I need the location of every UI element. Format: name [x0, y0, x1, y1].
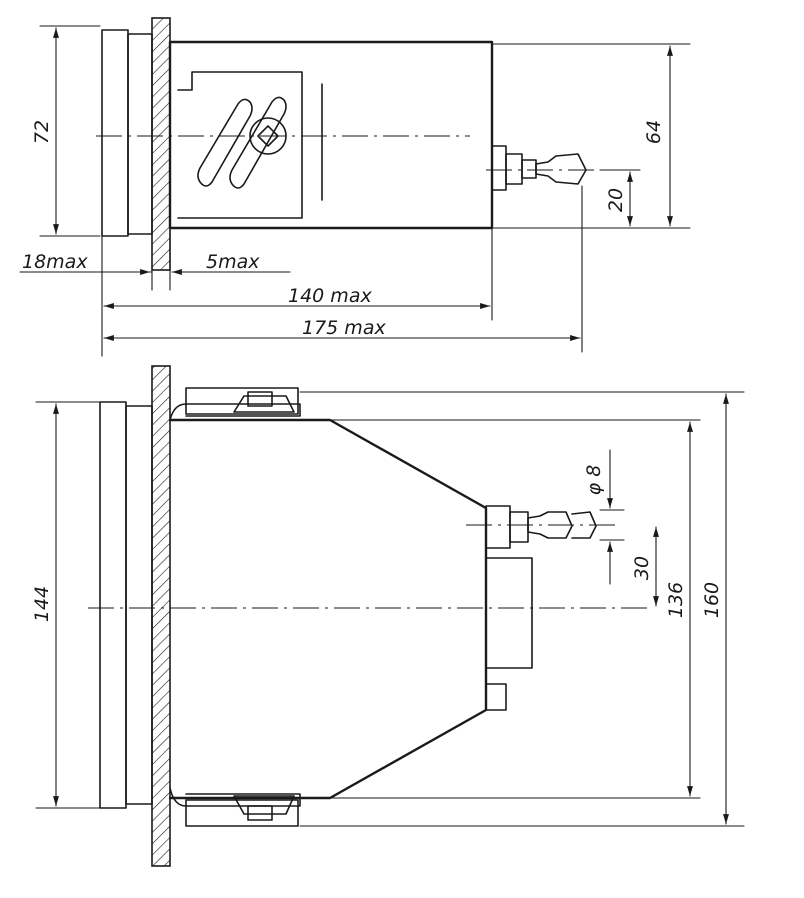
dim-140max-label: 140 max — [288, 285, 372, 307]
side-rear-screw — [485, 683, 507, 711]
dim-64-label: 64 — [643, 120, 665, 144]
top-housing — [168, 40, 494, 230]
side-connector-nut — [509, 511, 529, 543]
side-bezel-outer — [99, 401, 127, 809]
side-view: 144 160 136 30 φ 8 — [31, 365, 745, 867]
side-bracket-bottom — [169, 787, 301, 807]
dim-d8-label: φ 8 — [583, 465, 605, 496]
side-bracket-top — [169, 403, 301, 421]
side-bracket-bottom-plate — [185, 799, 299, 827]
top-flange-plate — [151, 17, 171, 271]
top-bezel-outer — [101, 29, 129, 237]
side-housing — [168, 418, 488, 800]
dim-30-label: 30 — [631, 556, 653, 580]
top-lug-left — [197, 98, 253, 187]
side-clamp-top — [233, 395, 295, 413]
dim-72-label: 72 — [31, 120, 53, 144]
dim-18max-label: 18max — [22, 251, 88, 273]
top-connector-shaft — [521, 159, 537, 179]
side-bracket-top-plate — [185, 387, 299, 415]
side-connector-tip — [571, 511, 597, 539]
side-clamp-bottom — [233, 795, 295, 815]
side-rear-box — [485, 557, 533, 669]
dim-144-label: 144 — [31, 586, 53, 622]
side-connector-base — [485, 505, 511, 549]
top-connector-base — [491, 145, 507, 191]
dim-20-label: 20 — [605, 188, 627, 212]
dim-136-label: 136 — [665, 582, 687, 618]
top-view: 72 64 20 18max 5max 140 max 175 max — [19, 17, 691, 357]
top-lug-right — [229, 96, 287, 189]
side-connector-plug — [527, 511, 573, 539]
top-connector-nut — [505, 153, 523, 185]
top-bezel-inner — [127, 33, 153, 235]
dim-160-label: 160 — [701, 582, 723, 618]
side-clamp-top-nut — [247, 391, 273, 407]
top-window — [177, 71, 303, 219]
side-clamp-bottom-nut — [247, 805, 273, 821]
dim-175max-label: 175 max — [302, 317, 386, 339]
side-flange-plate — [151, 365, 171, 867]
top-connector-plug — [535, 153, 587, 185]
side-bezel-inner — [125, 405, 153, 805]
dim-5max-label: 5max — [206, 251, 260, 273]
